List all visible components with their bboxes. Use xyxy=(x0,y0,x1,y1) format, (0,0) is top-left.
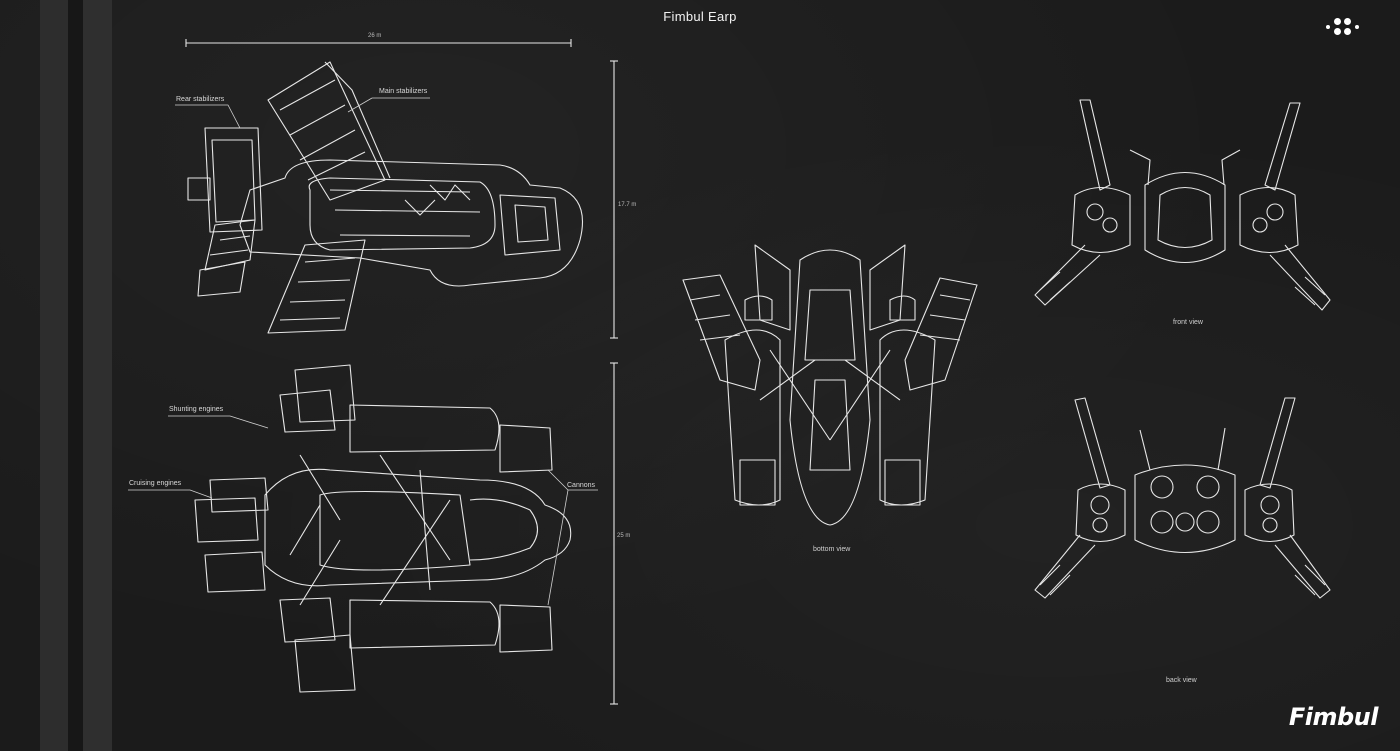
length-dimension-label: 26 m xyxy=(368,33,382,39)
callout-main-stabilizers: Main stabilizers xyxy=(379,88,428,95)
side-view-ship xyxy=(187,61,584,334)
dimension-length-line xyxy=(185,39,572,47)
callout-cruising-engines: Cruising engines xyxy=(129,480,182,487)
side-stripe-left xyxy=(40,0,68,751)
callout-leaders xyxy=(128,97,598,606)
top-view-ship xyxy=(194,364,572,693)
fimbul-logo: Fimbul xyxy=(1288,703,1379,731)
callout-cannons: Cannons xyxy=(567,482,596,489)
height-dimension-label: 17.7 m xyxy=(618,202,637,208)
callout-shunting-engines: Shunting engines xyxy=(169,406,224,413)
back-view-ship xyxy=(1034,397,1331,599)
front-view-label: front view xyxy=(1173,319,1203,326)
bottom-view-ship xyxy=(682,244,978,526)
page-title: Fimbul Earp xyxy=(663,9,737,24)
back-view-label: back view xyxy=(1166,677,1197,684)
side-stripe-dark xyxy=(68,0,83,751)
front-view-ship xyxy=(1034,99,1331,311)
bottom-view-label: bottom view xyxy=(813,546,851,553)
callout-rear-stabilizers: Rear stabilizers xyxy=(176,96,225,103)
width-dimension-label: 25 m xyxy=(617,533,631,539)
dimension-height-line xyxy=(610,60,618,339)
dimension-width-line xyxy=(610,362,618,705)
menu-dots-icon[interactable] xyxy=(1326,17,1362,37)
side-stripe-right xyxy=(83,0,112,751)
